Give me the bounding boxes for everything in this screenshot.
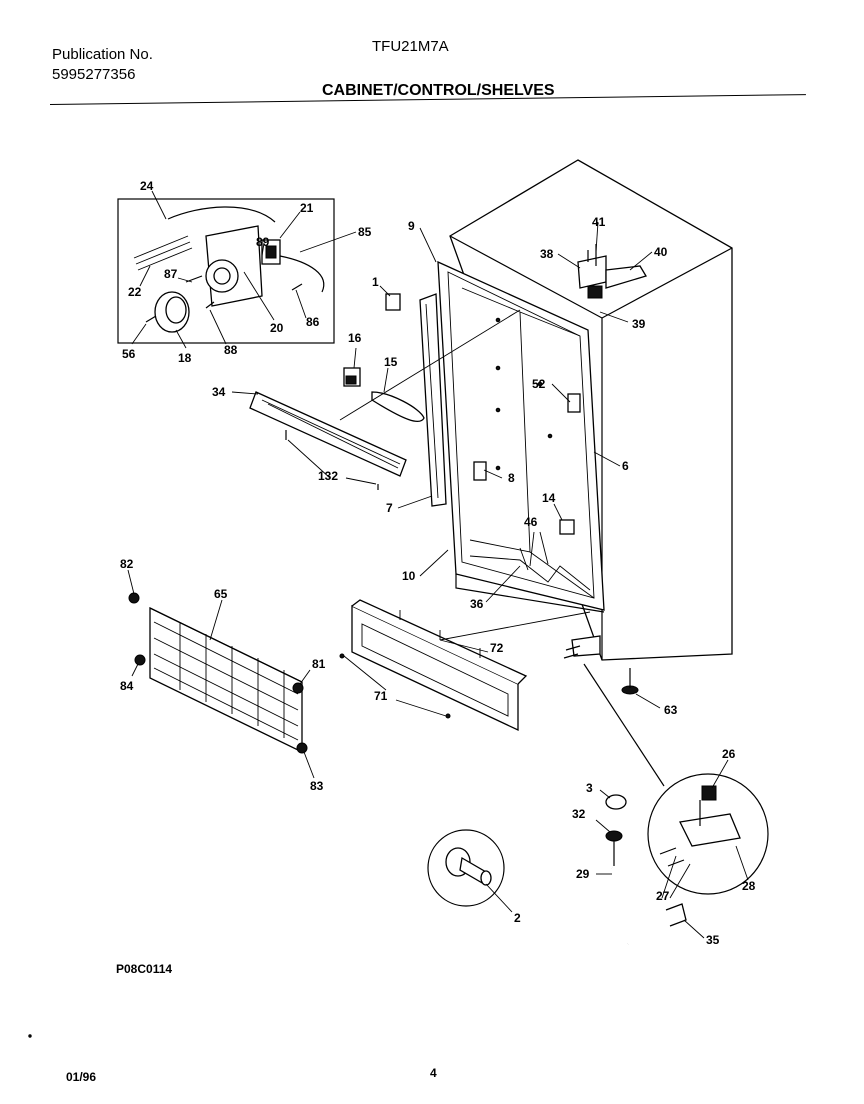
publication-label: Publication No. bbox=[52, 46, 153, 63]
scan-dot bbox=[28, 1034, 32, 1038]
callout-39: 39 bbox=[632, 317, 646, 331]
callout-2: 2 bbox=[514, 911, 521, 925]
callout-24: 24 bbox=[140, 179, 154, 193]
door-handle-parts bbox=[595, 789, 705, 946]
section-title: CABINET/CONTROL/SHELVES bbox=[322, 82, 555, 99]
callout-87: 87 bbox=[164, 267, 178, 281]
callout-36: 36 bbox=[470, 597, 484, 611]
part-2-detail bbox=[427, 829, 513, 913]
callout-83: 83 bbox=[310, 779, 324, 793]
callout-8: 8 bbox=[508, 471, 515, 485]
callout-22: 22 bbox=[128, 285, 142, 299]
callout-65: 65 bbox=[214, 587, 228, 601]
callout-15: 15 bbox=[384, 355, 398, 369]
callout-40: 40 bbox=[654, 245, 668, 259]
callout-labels: 24 21 85 89 87 22 20 86 56 18 88 9 41 38… bbox=[120, 179, 756, 947]
callout-20: 20 bbox=[270, 321, 284, 335]
callout-9: 9 bbox=[408, 219, 415, 233]
callout-3: 3 bbox=[586, 781, 593, 795]
publication-number: 5995277356 bbox=[52, 66, 136, 83]
shelf-assembly bbox=[231, 391, 407, 490]
cabinet-shell bbox=[397, 159, 733, 709]
callout-132: 132 bbox=[318, 469, 338, 483]
toe-kick-frame bbox=[339, 599, 591, 732]
issue-date: 01/96 bbox=[66, 1070, 97, 1084]
hinge-detail bbox=[583, 663, 769, 899]
callout-46: 46 bbox=[524, 515, 538, 529]
callout-38: 38 bbox=[540, 247, 554, 261]
callout-14: 14 bbox=[542, 491, 556, 505]
callout-84: 84 bbox=[120, 679, 134, 693]
callout-27: 27 bbox=[656, 889, 670, 903]
callout-6: 6 bbox=[622, 459, 629, 473]
callout-28: 28 bbox=[742, 879, 756, 893]
callout-18: 18 bbox=[178, 351, 192, 365]
callout-82: 82 bbox=[120, 557, 134, 571]
callout-63: 63 bbox=[664, 703, 678, 717]
callout-7: 7 bbox=[386, 501, 393, 515]
callout-10: 10 bbox=[402, 569, 416, 583]
callout-71: 71 bbox=[374, 689, 388, 703]
callout-81: 81 bbox=[312, 657, 326, 671]
callout-32: 32 bbox=[572, 807, 586, 821]
small-parts bbox=[339, 285, 575, 535]
callout-29: 29 bbox=[576, 867, 590, 881]
callout-56: 56 bbox=[122, 347, 136, 361]
callout-88: 88 bbox=[224, 343, 238, 357]
callout-35: 35 bbox=[706, 933, 720, 947]
callout-72: 72 bbox=[490, 641, 504, 655]
page-number: 4 bbox=[430, 1066, 437, 1080]
callout-86: 86 bbox=[306, 315, 320, 329]
callout-1: 1 bbox=[372, 275, 379, 289]
callout-26: 26 bbox=[722, 747, 736, 761]
drawing-code: P08C0114 bbox=[116, 962, 173, 976]
callout-16: 16 bbox=[348, 331, 362, 345]
control-inset bbox=[117, 190, 357, 349]
callout-89: 89 bbox=[256, 235, 270, 249]
callout-52: 52 bbox=[532, 377, 546, 391]
model-number: TFU21M7A bbox=[372, 38, 449, 55]
callout-34: 34 bbox=[212, 385, 226, 399]
toe-grille bbox=[127, 569, 315, 779]
callout-21: 21 bbox=[300, 201, 314, 215]
callout-41: 41 bbox=[592, 215, 606, 229]
callout-85: 85 bbox=[358, 225, 372, 239]
